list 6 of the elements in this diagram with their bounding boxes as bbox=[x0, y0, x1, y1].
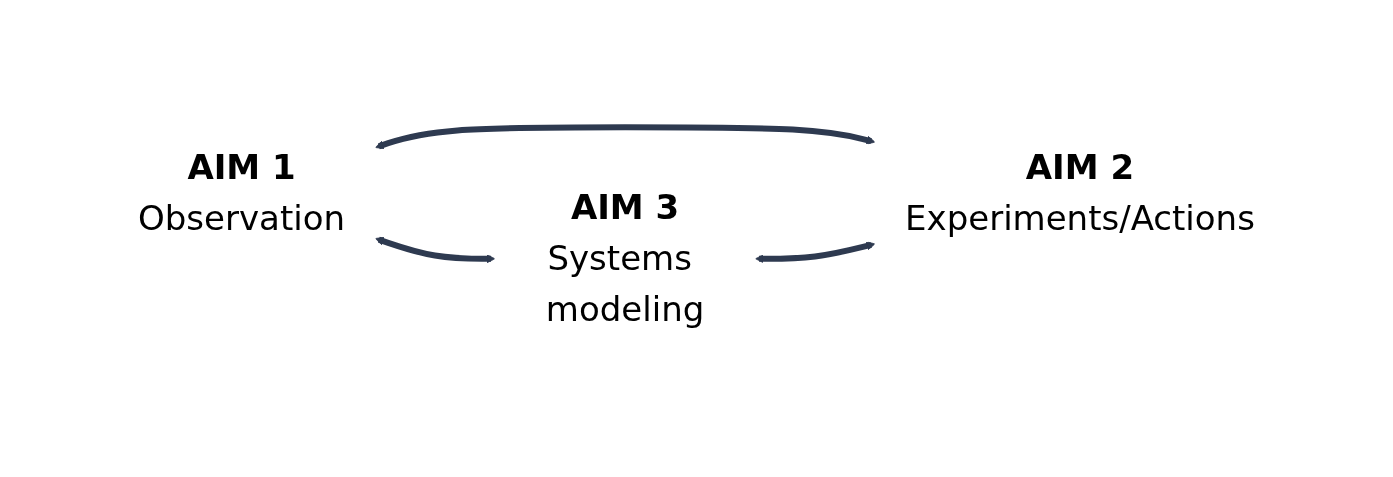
node-text: AIM 2 Experiments/Actions bbox=[905, 146, 1255, 238]
arrow bbox=[375, 236, 496, 263]
arrow bbox=[755, 241, 876, 263]
node-text: AIM 1 Observation bbox=[138, 146, 346, 238]
arrow bbox=[375, 124, 876, 150]
node-text: AIM 3 Systems modeling bbox=[545, 187, 705, 330]
